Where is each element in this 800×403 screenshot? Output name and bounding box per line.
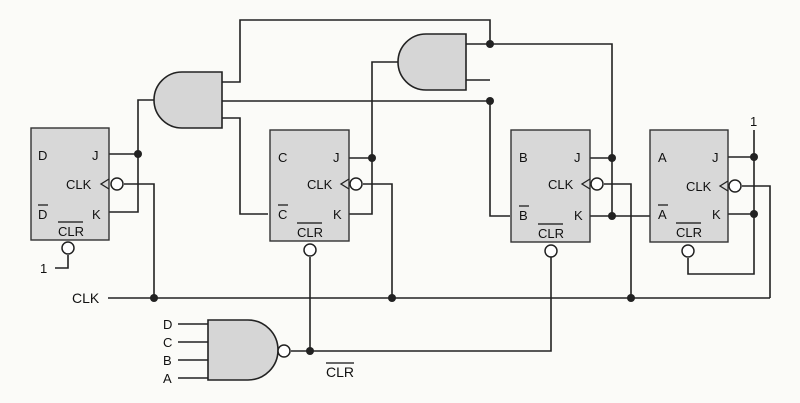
ffC-q-label: C: [278, 150, 287, 165]
nand-in-b-label: B: [163, 353, 172, 368]
clk-wire-ffB: [604, 183, 632, 298]
junction-dot: [134, 150, 142, 158]
clk-line-label: CLK: [72, 290, 100, 306]
junction-dot: [627, 294, 635, 302]
ffD-j-label: J: [92, 148, 99, 163]
gate1-in-top: [222, 19, 491, 83]
junction-dot: [608, 212, 616, 220]
flipflop-a: A J CLK A K CLR: [649, 129, 742, 258]
qB-bus: [222, 100, 510, 217]
qA-bus: [466, 43, 613, 158]
ffC-k-label: K: [333, 207, 342, 222]
one-right-label: 1: [750, 114, 757, 129]
and-gate-2: [397, 33, 467, 91]
nand-gate: [207, 319, 279, 381]
flipflop-d: D J CLK D K CLR: [30, 127, 124, 255]
junction-dot: [486, 97, 494, 105]
clr-line-label: CLR: [326, 364, 354, 380]
nand-output-bubble: [277, 344, 291, 358]
junction-dot: [388, 294, 396, 302]
ffB-clr-bubble: [544, 244, 558, 258]
ffB-jk-wire: [590, 157, 613, 217]
one-left-label: 1: [40, 261, 47, 276]
flipflop-c: C J CLK C K CLR: [269, 129, 363, 257]
ffA-q-label: A: [658, 150, 667, 165]
gate1-in-bottom: [222, 117, 268, 215]
ffA-clk-label: CLK: [686, 179, 712, 194]
ffC-jk-wire: [349, 157, 373, 215]
ffA-clk-bubble: [728, 179, 742, 193]
ffC-clk-label: CLK: [307, 177, 333, 192]
ffC-j-label: J: [333, 150, 340, 165]
gate1-out-wire: [137, 99, 154, 154]
ffD-clr-label: CLR: [58, 224, 84, 239]
ffB-clr-label: CLR: [538, 226, 564, 241]
ffD-k-label: K: [92, 207, 101, 222]
nand-in-c-label: C: [163, 335, 172, 350]
ffB-qbar-label: B: [519, 208, 528, 223]
ffB-j-label: J: [574, 150, 581, 165]
flipflop-b: B J CLK B K CLR: [510, 129, 604, 258]
nand-in-d-label: D: [163, 317, 172, 332]
one-high-rail: [687, 130, 755, 275]
ffB-clk-bubble: [590, 177, 604, 191]
ffB-k-label: K: [574, 208, 583, 223]
ffD-jk-wire: [108, 153, 139, 213]
gate2-out-wire: [371, 61, 400, 158]
ffC-clr-label: CLR: [297, 225, 323, 240]
ffD-clr-bubble: [61, 241, 75, 255]
ffA-clr-bubble: [681, 244, 695, 258]
ffC-clk-bubble: [349, 177, 363, 191]
junction-dot: [368, 154, 376, 162]
ffA-clr-label: CLR: [676, 225, 702, 240]
ffD-qbar-label: D: [38, 207, 47, 222]
junction-dot: [750, 210, 758, 218]
clr-line: [291, 257, 552, 352]
ffD-q-label: D: [38, 148, 47, 163]
ffB-clk-label: CLK: [548, 177, 574, 192]
junction-dot: [150, 294, 158, 302]
clk-wire-ffA: [742, 185, 771, 298]
ffD-clk-bubble: [110, 177, 124, 191]
ffC-clr-bubble: [303, 243, 317, 257]
ffB-q-label: B: [519, 150, 528, 165]
nand-in-a-label: A: [163, 371, 172, 386]
clk-wire-ffD: [124, 183, 155, 298]
junction-dot: [486, 40, 494, 48]
junction-dot: [306, 347, 314, 355]
junction-dot: [750, 153, 758, 161]
clk-wire-ffC: [363, 183, 393, 298]
ffD-clk-label: CLK: [66, 177, 92, 192]
ffA-qbar-label: A: [658, 207, 667, 222]
ffC-qbar-label: C: [278, 207, 287, 222]
junction-dot: [608, 154, 616, 162]
and-gate-1: [153, 71, 223, 129]
clr-ffD-wire: [55, 255, 69, 269]
ffA-k-label: K: [712, 207, 721, 222]
ffA-j-label: J: [712, 150, 719, 165]
